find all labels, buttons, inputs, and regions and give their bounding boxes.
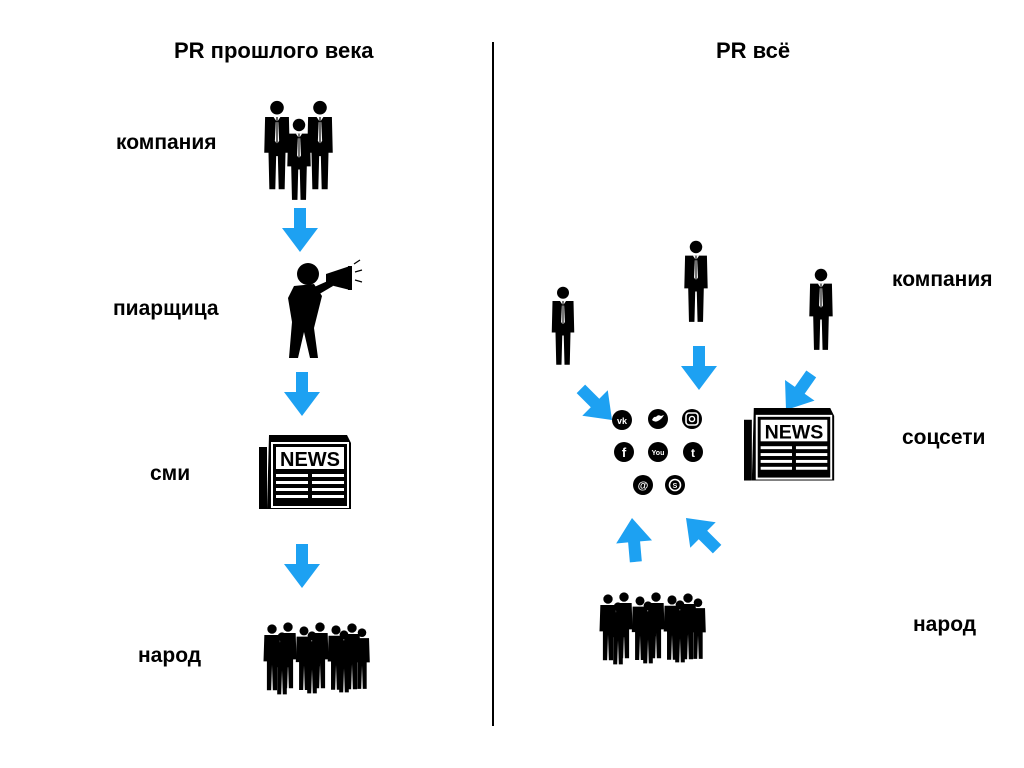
tumblr-icon: t (683, 442, 703, 462)
arrow-down-icon (284, 372, 320, 416)
crowd-icon (263, 622, 370, 695)
svg-text:S: S (673, 483, 678, 490)
svg-text:t: t (691, 446, 695, 460)
svg-text:f: f (622, 445, 627, 460)
social-icons-cluster: vk f You t @ S (612, 409, 703, 495)
businessman-icon (809, 268, 833, 350)
left-panel-title: PR прошлого века (174, 38, 374, 63)
vk-icon: vk (612, 410, 632, 430)
svg-text:You: You (652, 450, 665, 457)
megaphone-person-icon (288, 259, 363, 358)
left-label-people: народ (138, 644, 202, 667)
skype-icon: S (665, 475, 685, 495)
right-label-social: соцсети (902, 426, 986, 449)
arrow-down-icon (282, 208, 318, 252)
twitter-icon (648, 409, 668, 429)
businesspeople-group-icon (264, 100, 333, 200)
right-label-people: народ (913, 613, 977, 636)
left-label-media: сми (150, 462, 191, 485)
arrow-down-icon (681, 346, 717, 390)
arrow-up-icon (614, 516, 654, 564)
svg-text:@: @ (638, 480, 649, 492)
businessman-icon (551, 286, 575, 365)
right-panel-title: PR всё (716, 38, 791, 63)
newspaper-icon (258, 434, 352, 510)
email-icon: @ (633, 475, 653, 495)
left-label-company: компания (116, 131, 217, 154)
svg-text:vk: vk (617, 416, 628, 426)
arrow-down-icon (284, 544, 320, 588)
instagram-icon (682, 409, 702, 429)
arrow-up-diagonal-icon (673, 505, 730, 562)
facebook-icon: f (614, 442, 634, 462)
youtube-icon: You (648, 442, 668, 462)
crowd-icon (599, 592, 706, 665)
left-label-pr-person: пиарщица (113, 297, 219, 320)
newspaper-icon (743, 407, 836, 482)
right-label-company: компания (892, 268, 993, 291)
businessman-icon (684, 240, 708, 322)
